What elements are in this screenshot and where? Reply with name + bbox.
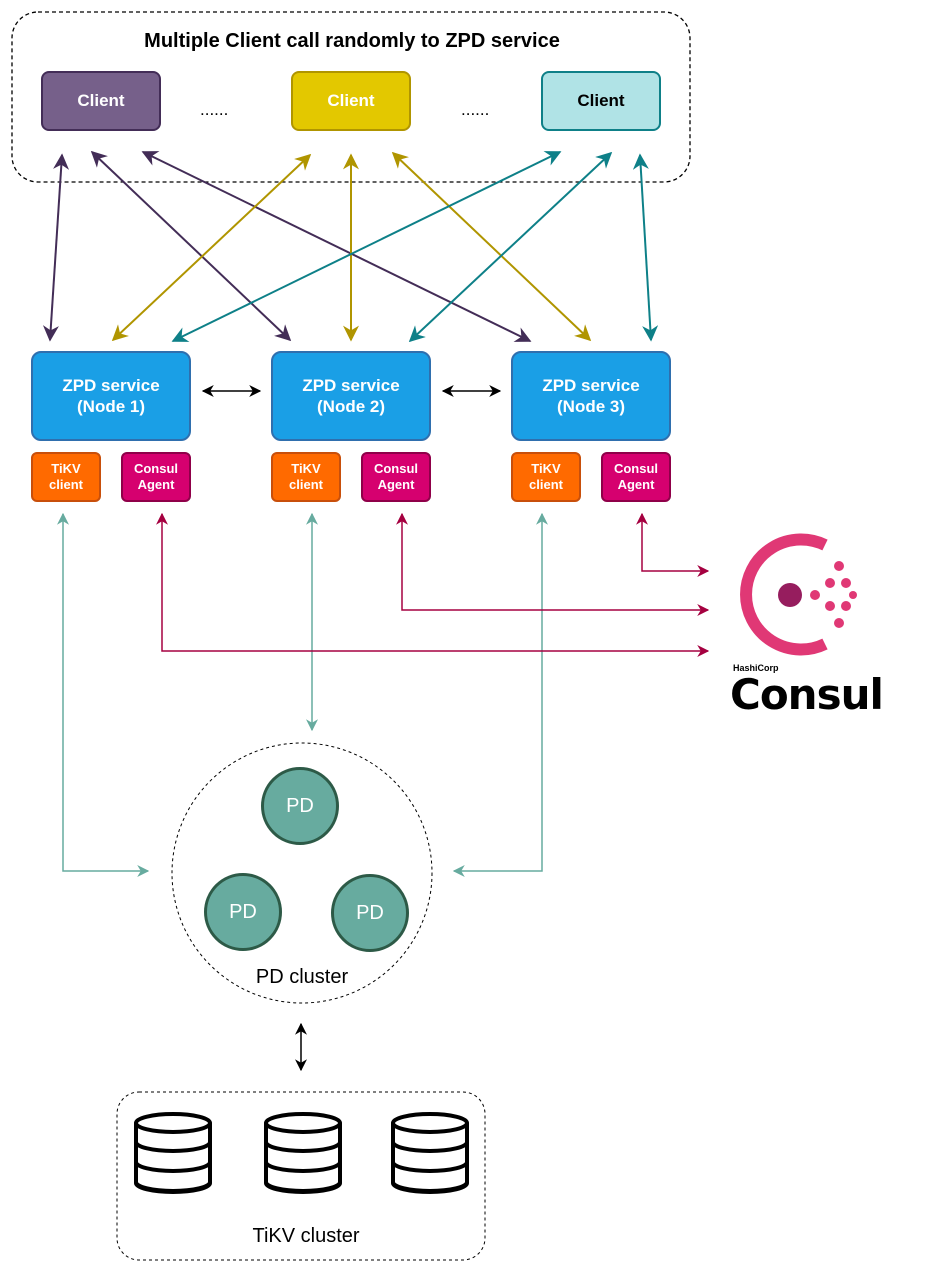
consul-agent-node-2: Consul Agent — [361, 452, 431, 502]
client-box-teal: Client — [541, 71, 661, 131]
consul-vendor-label: HashiCorp — [733, 663, 779, 673]
tikv-client-node-1: TiKV client — [31, 452, 101, 502]
tikv-client-node-2: TiKV client — [271, 452, 341, 502]
client-box-purple: Client — [41, 71, 161, 131]
link-agent3-consul — [636, 512, 710, 577]
zpd-node-3-title: ZPD service — [542, 376, 640, 395]
zpd-node-1-id: (Node 1) — [77, 397, 145, 416]
consul-agent-node-1-label: Consul Agent — [133, 461, 179, 492]
link-tikv1-pd — [57, 512, 150, 877]
pd-cluster-label: PD cluster — [255, 966, 349, 988]
zpd-node-2-title: ZPD service — [302, 376, 400, 395]
consul-agent-node-3-label: Consul Agent — [613, 461, 659, 492]
consul-agent-node-3: Consul Agent — [601, 452, 671, 502]
link-client1-node2 — [90, 150, 292, 342]
consul-wordmark: Consul — [730, 670, 884, 719]
database-icon — [391, 1112, 469, 1194]
link-agent2-consul — [396, 512, 710, 616]
link-client2-node1 — [111, 153, 312, 342]
database-icon — [134, 1112, 212, 1194]
zpd-service-node-3: ZPD service (Node 3) — [511, 351, 671, 441]
tikv-cluster-frame — [116, 1091, 486, 1261]
consul-agent-node-2-label: Consul Agent — [373, 461, 419, 492]
link-tikv3-pd — [452, 512, 548, 877]
pd-node-left: PD — [204, 873, 282, 951]
tikv-client-node-3: TiKV client — [511, 452, 581, 502]
zpd-service-node-1: ZPD service (Node 1) — [31, 351, 191, 441]
consul-agent-node-1: Consul Agent — [121, 452, 191, 502]
link-client3-node2 — [408, 151, 613, 343]
diagram-title: Multiple Client call randomly to ZPD ser… — [144, 30, 560, 52]
zpd-node-3-id: (Node 3) — [557, 397, 625, 416]
database-icon — [264, 1112, 342, 1194]
zpd-node-1-title: ZPD service — [62, 376, 160, 395]
link-client1-node1 — [42, 153, 70, 342]
ellipsis-2: ...... — [461, 100, 490, 119]
tikv-client-node-1-label: TiKV client — [49, 461, 83, 492]
ellipsis-1: ...... — [200, 100, 229, 119]
zpd-service-node-2: ZPD service (Node 2) — [271, 351, 431, 441]
link-client2-node3 — [391, 151, 592, 342]
zpd-node-2-id: (Node 2) — [317, 397, 385, 416]
link-client1-node3 — [141, 151, 532, 342]
link-agent1-consul — [156, 512, 710, 657]
link-client3-node1 — [171, 151, 562, 342]
tikv-client-node-3-label: TiKV client — [529, 461, 563, 492]
client-box-yellow: Client — [291, 71, 411, 131]
tikv-cluster-label: TiKV cluster — [252, 1225, 360, 1247]
pd-cluster-frame — [171, 742, 433, 1004]
client-group-frame — [11, 11, 691, 183]
link-client3-node3 — [632, 153, 659, 342]
tikv-client-node-2-label: TiKV client — [289, 461, 323, 492]
pd-node-right: PD — [331, 874, 409, 952]
pd-node-top: PD — [261, 767, 339, 845]
consul-logo-icon — [740, 533, 857, 656]
